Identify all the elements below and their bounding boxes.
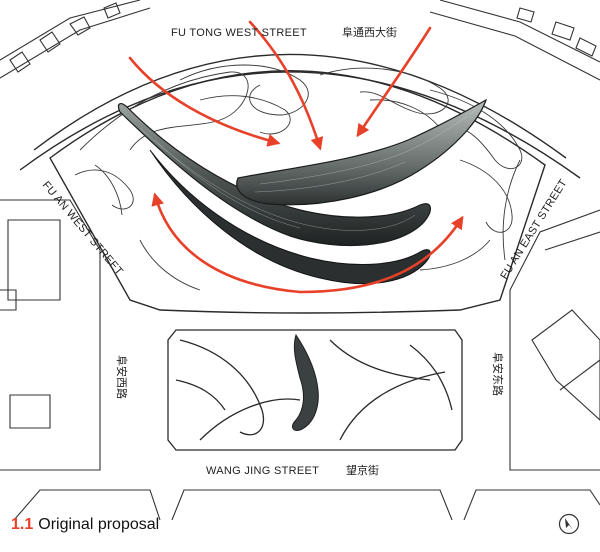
circulation-arrows bbox=[128, 20, 464, 294]
label-north-street: FU TONG WEST STREET 阜通西大街 bbox=[171, 25, 397, 39]
label-east-street-en: FU AN EAST STREET bbox=[498, 177, 569, 281]
arrow-northwest-in bbox=[128, 56, 281, 147]
site-outline bbox=[19, 53, 581, 314]
building-crescent-upper bbox=[236, 98, 488, 206]
label-west-street-en: FU AN WEST STREET bbox=[40, 179, 125, 278]
label-east-street: FU AN EAST STREET bbox=[498, 177, 569, 281]
south-plaza bbox=[167, 329, 463, 451]
building-crescent-base bbox=[149, 149, 431, 285]
building-crescent-main bbox=[117, 103, 431, 247]
label-west-street-cn-group: 阜安西路 bbox=[115, 355, 129, 399]
label-east-street-cn-group: 阜安东路 bbox=[491, 352, 505, 396]
label-south-street: WANG JING STREET 望京街 bbox=[206, 463, 379, 477]
label-south-street-en: WANG JING STREET bbox=[206, 465, 319, 477]
label-west-street: FU AN WEST STREET bbox=[40, 179, 125, 278]
site-plan: FU TONG WEST STREET 阜通西大街 FU AN WEST STR… bbox=[0, 0, 600, 520]
label-north-street-cn: 阜通西大街 bbox=[342, 25, 397, 39]
arrow-loop-east bbox=[298, 215, 464, 294]
caption-text: Original proposal bbox=[38, 516, 160, 533]
caption-number: 1.1 bbox=[11, 516, 34, 533]
label-west-street-cn: 阜安西路 bbox=[115, 355, 129, 399]
surrounding-blocks bbox=[0, 0, 600, 520]
north-arrow-icon bbox=[558, 513, 580, 535]
south-plaza-sculpture bbox=[292, 333, 319, 431]
building-contour-lines bbox=[139, 109, 477, 231]
arrow-loop-west bbox=[151, 192, 302, 294]
arrow-northeast-in bbox=[356, 26, 432, 138]
label-east-street-cn: 阜安东路 bbox=[491, 352, 505, 396]
label-south-street-cn: 望京街 bbox=[346, 463, 379, 477]
label-north-street-en: FU TONG WEST STREET bbox=[171, 27, 307, 39]
arrow-north-in bbox=[248, 20, 324, 151]
